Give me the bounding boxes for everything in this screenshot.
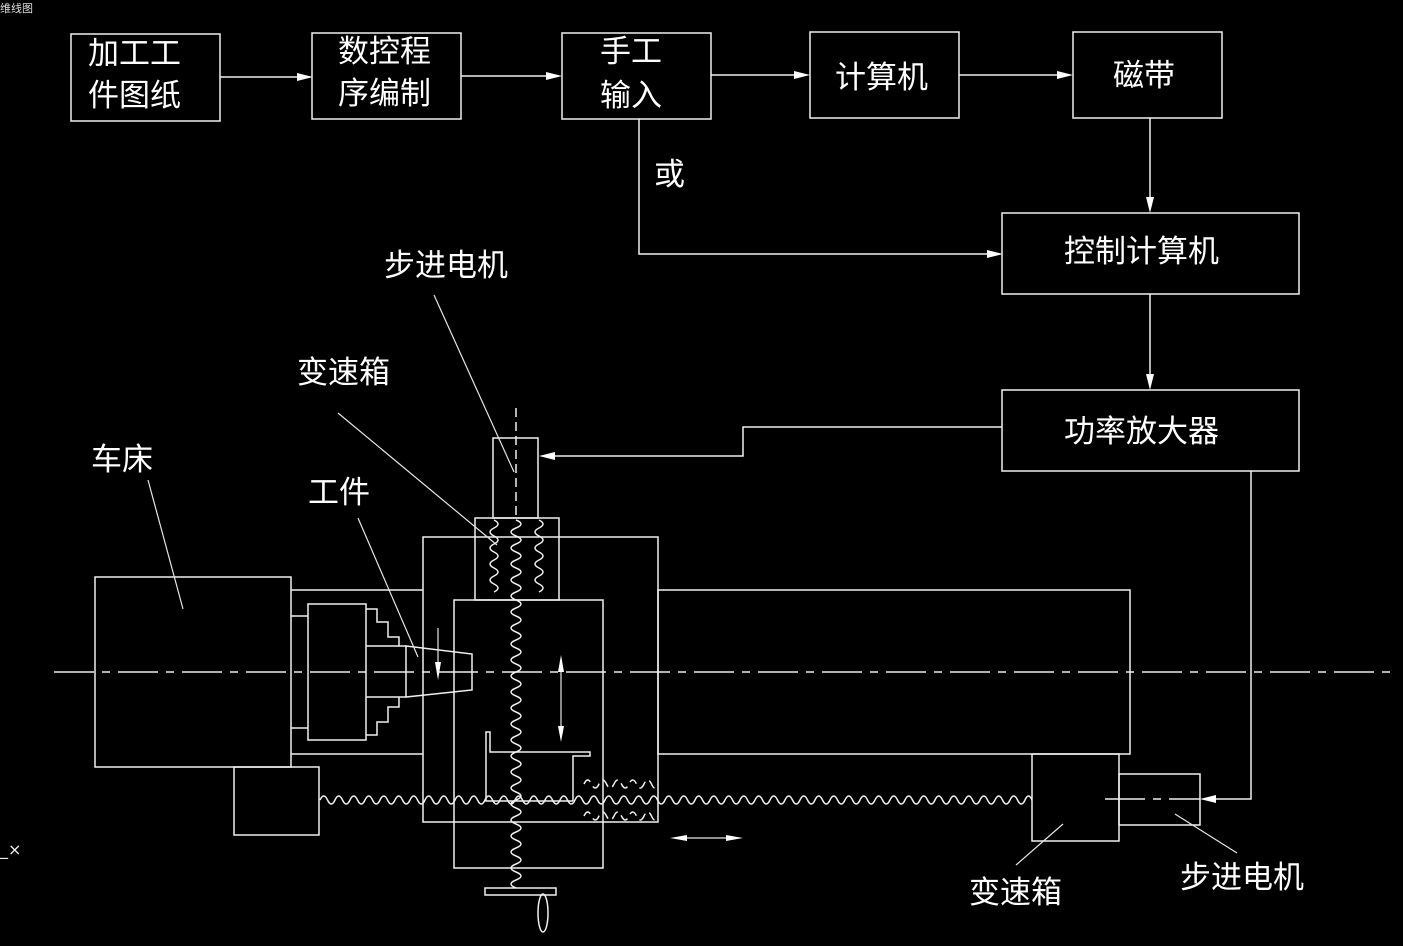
label-workpiece: 工件 (308, 475, 370, 511)
label-stepper-motor-bottom: 步进电机 (1180, 860, 1304, 896)
box-manual-input[interactable]: 手工 输入 (561, 32, 712, 120)
arrow-3-4 (711, 71, 810, 79)
leader-workpiece (357, 517, 419, 658)
chuck (307, 603, 406, 741)
nut-thread-lower (583, 811, 659, 821)
box-magnetic-tape[interactable]: 磁带 (1072, 31, 1223, 119)
box-power-amplifier-label: 功率放大器 (1064, 414, 1219, 450)
or-label: 或 (654, 157, 685, 193)
box-magnetic-tape-label: 磁带 (1113, 58, 1175, 94)
gearbox-top-gear-right (534, 519, 544, 593)
box-computer[interactable]: 计算机 (809, 31, 960, 119)
arrow-2-3 (461, 72, 562, 80)
horizontal-lead-screw (319, 795, 1033, 805)
nut-thread-upper (583, 779, 659, 789)
box-manual-input-line1: 手工 (600, 34, 662, 70)
lead-screws (319, 519, 1033, 889)
box-workpiece-drawing-line1: 加工工 (88, 36, 181, 72)
arrow-1-2 (220, 73, 313, 81)
ucs-icon: _× (0, 840, 22, 859)
leader-lathe (147, 479, 184, 610)
leader-gearbox-top (337, 412, 498, 546)
arrow-4-5 (959, 71, 1073, 79)
gearbox-top-gear-left (489, 519, 499, 593)
arrow-tape-to-control (1146, 118, 1154, 213)
arrow-amplifier-to-top-motor (539, 426, 1002, 460)
leader-stepper-motor-top (433, 294, 515, 473)
arrow-amplifier-to-bottom-motor (1200, 471, 1252, 803)
box-control-computer[interactable]: 控制计算机 (1001, 212, 1300, 295)
box-power-amplifier[interactable]: 功率放大器 (1001, 389, 1300, 472)
stepper-motor-bottom (1105, 773, 1201, 826)
arrow-manual-to-control (638, 119, 1003, 258)
leader-stepper-motor-bottom (1174, 813, 1238, 854)
label-gearbox-bottom: 变速箱 (969, 875, 1062, 911)
box-control-computer-label: 控制计算机 (1064, 234, 1219, 270)
label-lathe: 车床 (91, 442, 153, 478)
viewport-tab[interactable]: 维线图 (0, 2, 33, 15)
box-nc-programming-line1: 数控程 (338, 34, 431, 70)
box-computer-label: 计算机 (835, 60, 928, 96)
box-workpiece-drawing-line2: 件图纸 (88, 78, 181, 114)
carriage (422, 408, 743, 933)
vertical-lead-screw (510, 519, 522, 889)
box-workpiece-drawing[interactable]: 加工工 件图纸 (70, 33, 221, 122)
lathe-bed (657, 589, 1131, 755)
box-nc-programming-line2: 序编制 (338, 76, 431, 112)
label-gearbox-top: 变速箱 (297, 355, 390, 391)
leader-gearbox-bottom (1015, 823, 1064, 866)
lathe-headstock (94, 576, 423, 836)
gearbox-bottom (1031, 753, 1120, 842)
arrow-control-to-amplifier (1146, 294, 1154, 390)
box-nc-programming[interactable]: 数控程 序编制 (311, 32, 462, 120)
label-stepper-motor-top: 步进电机 (384, 248, 508, 284)
box-manual-input-line2: 输入 (600, 78, 662, 114)
workpiece (405, 628, 473, 698)
